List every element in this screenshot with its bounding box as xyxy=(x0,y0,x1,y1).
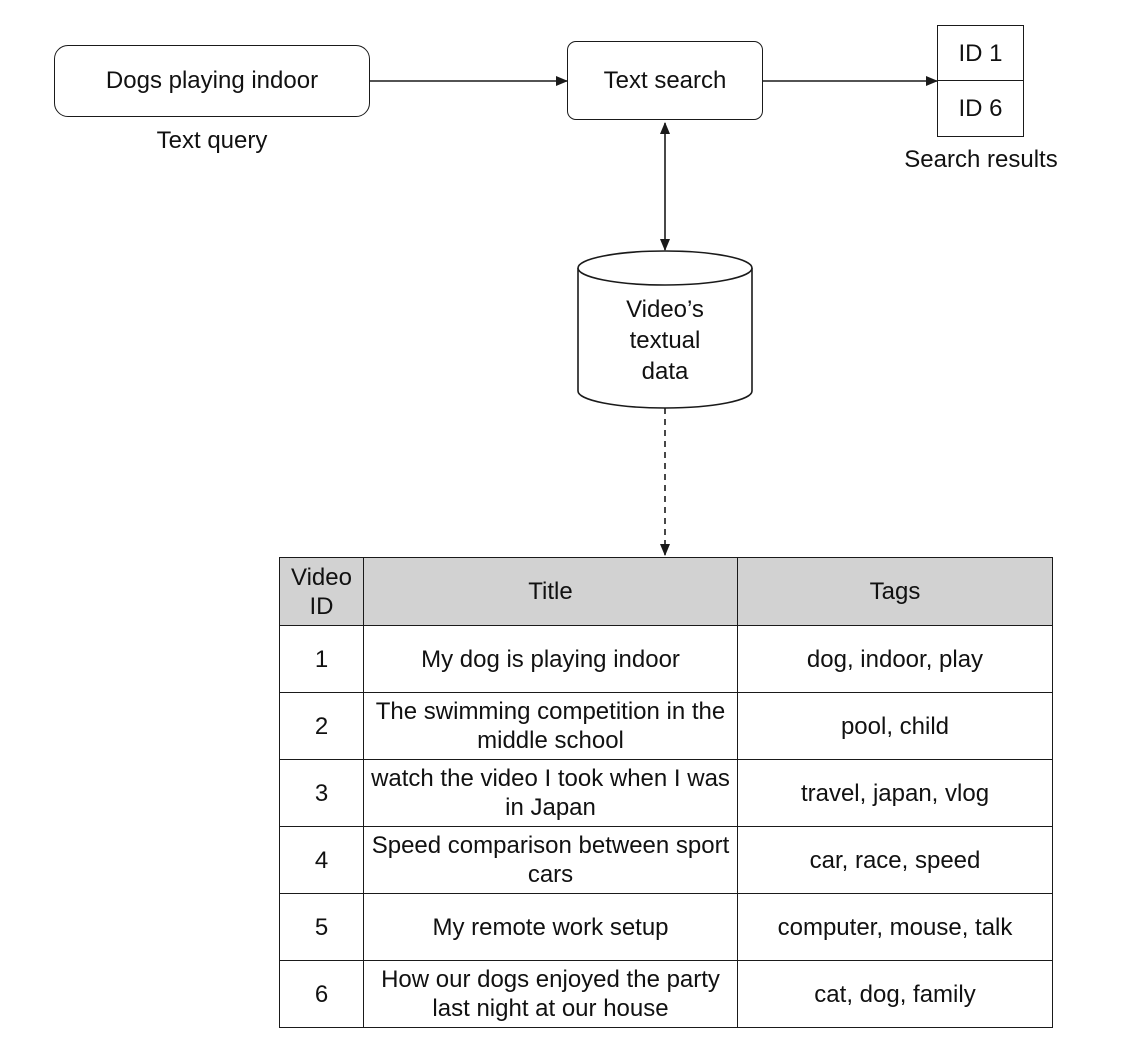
datastore-label-line: data xyxy=(641,358,689,385)
cell-title: How our dogs enjoyed the party last nigh… xyxy=(363,960,738,1028)
cell-tags: travel, japan, vlog xyxy=(737,759,1053,827)
table-row: 6 How our dogs enjoyed the party last ni… xyxy=(279,960,1053,1028)
cell-title: watch the video I took when I was in Jap… xyxy=(363,759,738,827)
column-header-video-id: Video ID xyxy=(279,557,364,626)
cell-tags: car, race, speed xyxy=(737,826,1053,894)
search-results-caption: Search results xyxy=(904,146,1058,173)
datastore-label: Video’s textual data xyxy=(578,294,752,387)
cell-tags: cat, dog, family xyxy=(737,960,1053,1028)
text-query-caption: Text query xyxy=(156,127,268,154)
text-search-label: Text search xyxy=(603,66,727,94)
cell-video-id: 1 xyxy=(279,625,364,693)
result-item-label: ID 6 xyxy=(958,94,1003,122)
cell-title: My dog is playing indoor xyxy=(363,625,738,693)
cell-video-id: 5 xyxy=(279,893,364,961)
cell-title: Speed comparison between sport cars xyxy=(363,826,738,894)
text-query-value: Dogs playing indoor xyxy=(105,67,319,94)
table-row: 2 The swimming competition in the middle… xyxy=(279,692,1053,760)
table-row: 4 Speed comparison between sport cars ca… xyxy=(279,826,1053,894)
datastore-label-line: Video’s xyxy=(626,296,704,323)
datastore-label-line: textual xyxy=(629,327,701,354)
cell-tags: dog, indoor, play xyxy=(737,625,1053,693)
table-row: 3 watch the video I took when I was in J… xyxy=(279,759,1053,827)
cell-title: The swimming competition in the middle s… xyxy=(363,692,738,760)
cell-video-id: 3 xyxy=(279,759,364,827)
text-query-box: Dogs playing indoor xyxy=(54,45,370,117)
datastore-cylinder-icon xyxy=(577,250,753,409)
cell-tags: pool, child xyxy=(737,692,1053,760)
text-search-box: Text search xyxy=(567,41,763,120)
cell-video-id: 6 xyxy=(279,960,364,1028)
cell-title: My remote work setup xyxy=(363,893,738,961)
cell-video-id: 2 xyxy=(279,692,364,760)
column-header-title: Title xyxy=(363,557,738,626)
table-row: 5 My remote work setup computer, mouse, … xyxy=(279,893,1053,961)
table-row: 1 My dog is playing indoor dog, indoor, … xyxy=(279,625,1053,693)
result-item-label: ID 1 xyxy=(958,39,1003,67)
column-header-tags: Tags xyxy=(737,557,1053,626)
video-table: Video ID Title Tags 1 My dog is playing … xyxy=(279,557,1053,1028)
result-item: ID 1 xyxy=(937,25,1024,82)
table-header-row: Video ID Title Tags xyxy=(279,557,1053,626)
cell-tags: computer, mouse, talk xyxy=(737,893,1053,961)
result-item: ID 6 xyxy=(937,80,1024,137)
cell-video-id: 4 xyxy=(279,826,364,894)
